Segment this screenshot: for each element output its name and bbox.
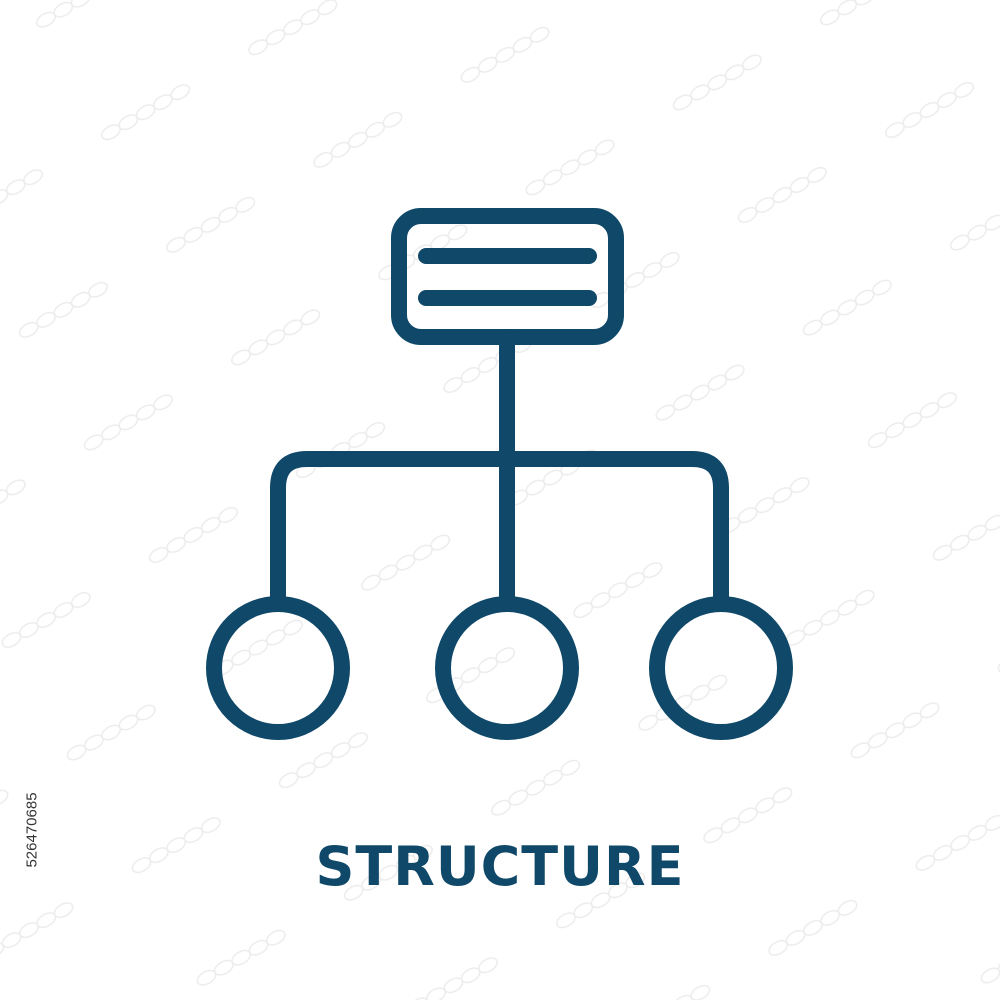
icon-title: STRUCTURE	[315, 835, 685, 898]
stock-id-label: 526470685	[22, 760, 42, 900]
child-node-left	[206, 596, 350, 740]
child-node-center	[435, 596, 579, 740]
child-node-right	[649, 596, 793, 740]
parent-node-box	[391, 208, 624, 345]
stock-id-text: 526470685	[23, 792, 41, 868]
branch-connector	[270, 451, 729, 608]
